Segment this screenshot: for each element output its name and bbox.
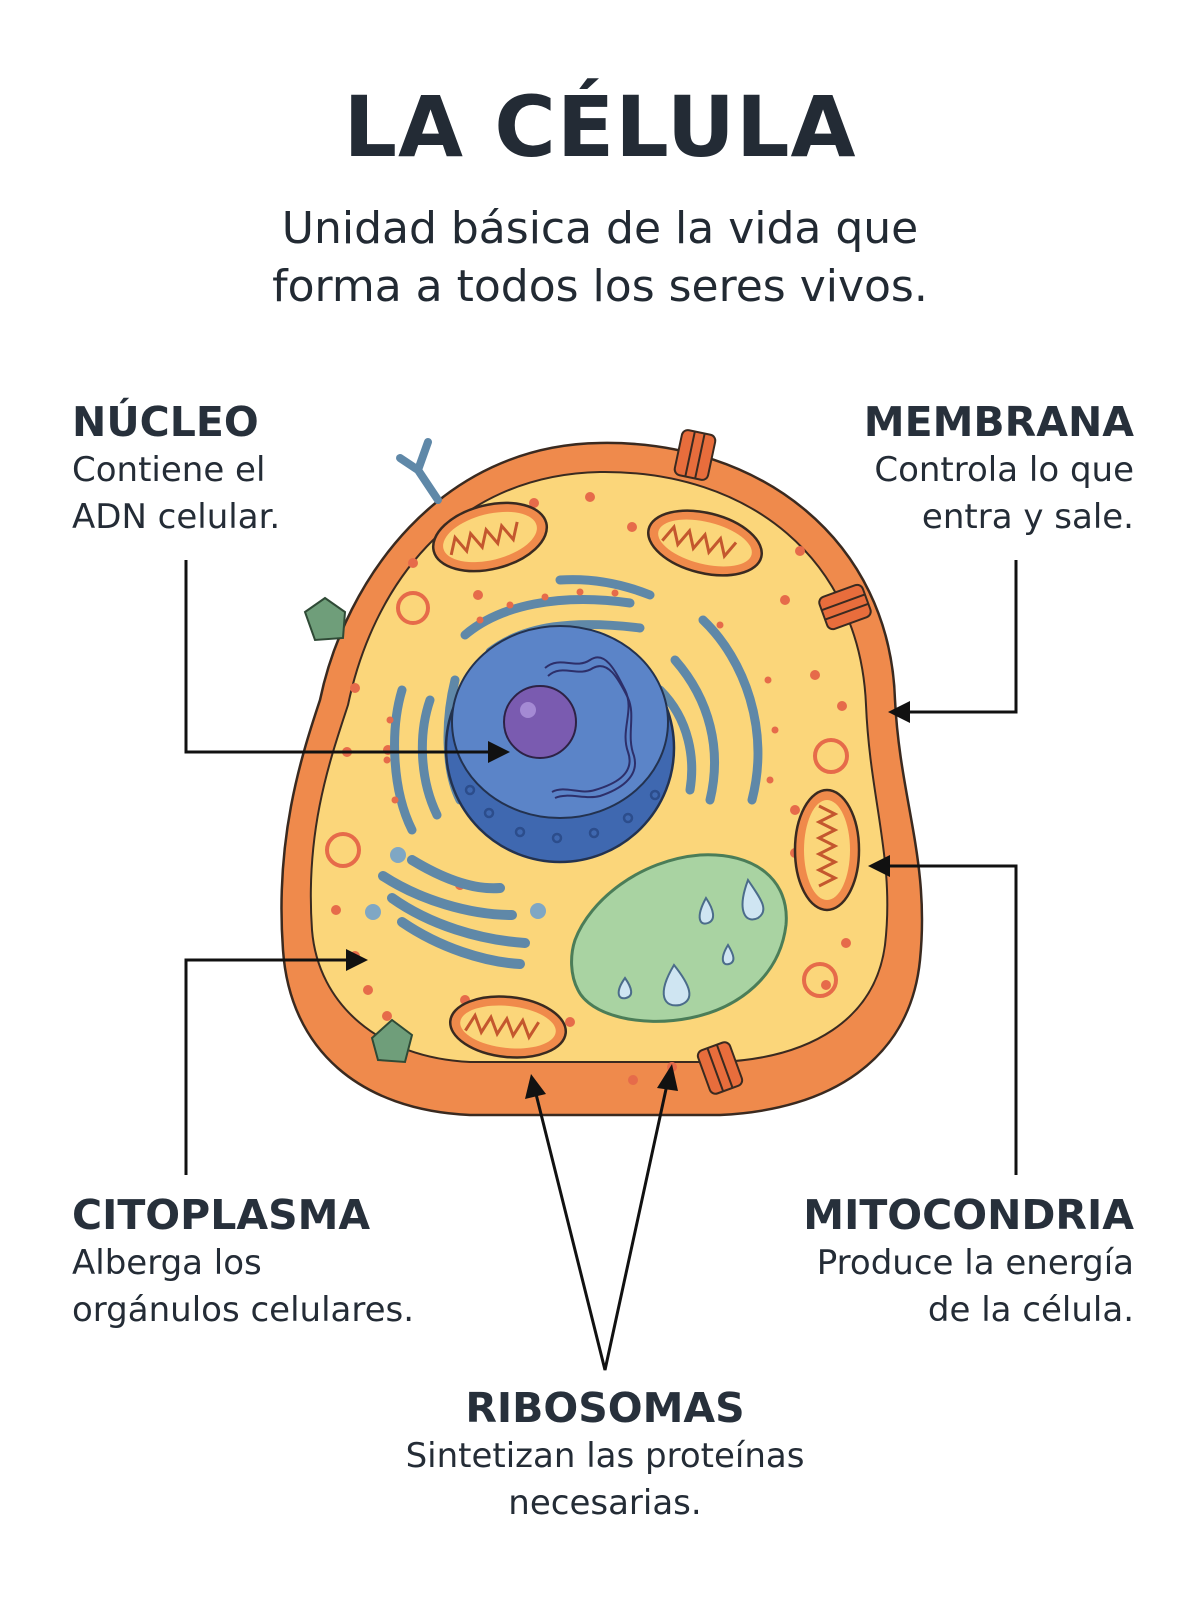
membrana-arrow [905, 560, 1018, 714]
arrowheads [346, 701, 910, 1099]
membrana-desc-1: Controla lo que [874, 450, 1134, 490]
dna-strand [544, 656, 636, 799]
label-citoplasma: CITOPLASMA Alberga los orgánulos celular… [72, 1190, 414, 1334]
membrana-desc-2: entra y sale. [921, 497, 1134, 537]
subtitle-line-2: forma a todos los seres vivos. [272, 261, 928, 312]
nucleo-desc-1: Contiene el [72, 450, 266, 490]
citoplasma-desc-2: orgánulos celulares. [72, 1290, 415, 1330]
citoplasma-arrow [184, 958, 352, 1175]
nucleo-desc-2: ADN celular. [72, 497, 281, 537]
golgi-vesicles [365, 847, 546, 920]
ribosomas-desc-2: necesarias. [508, 1483, 702, 1523]
label-ribosomas: RIBOSOMAS Sintetizan las proteínas neces… [350, 1383, 860, 1527]
label-nucleo: NÚCLEO Contiene el ADN celular. [72, 397, 280, 541]
mitocondria-arrow [885, 864, 1018, 1175]
ribosomas-title: RIBOSOMAS [465, 1384, 745, 1432]
membrane-proteins [303, 429, 872, 1095]
leader-lines [184, 560, 1018, 1371]
label-mitocondria: MITOCONDRIA Produce la energía de la cél… [803, 1190, 1134, 1334]
ribosomas-desc-1: Sintetizan las proteínas [405, 1436, 805, 1476]
citoplasma-title: CITOPLASMA [72, 1191, 371, 1239]
page-subtitle: Unidad básica de la vida que forma a tod… [0, 200, 1200, 316]
er-ribosome-dots [383, 588, 779, 804]
golgi-apparatus [378, 855, 530, 969]
ribosomas-arrow [533, 1079, 670, 1371]
mitocondria-title: MITOCONDRIA [803, 1191, 1134, 1239]
mitocondria-desc-1: Produce la energía [816, 1243, 1134, 1283]
label-membrana: MEMBRANA Controla lo que entra y sale. [864, 397, 1134, 541]
nucleo-arrow [184, 560, 490, 754]
citoplasma-desc-1: Alberga los [72, 1243, 262, 1283]
subtitle-line-1: Unidad básica de la vida que [281, 203, 919, 254]
nucleolus [503, 685, 577, 759]
mitochondria [431, 501, 861, 1059]
mitocondria-desc-2: de la célula. [927, 1290, 1134, 1330]
nucleo-title: NÚCLEO [72, 398, 259, 446]
vacuole [570, 853, 788, 1023]
page-title: LA CÉLULA [343, 78, 857, 176]
membrana-title: MEMBRANA [863, 398, 1134, 446]
vesicles [325, 591, 849, 998]
